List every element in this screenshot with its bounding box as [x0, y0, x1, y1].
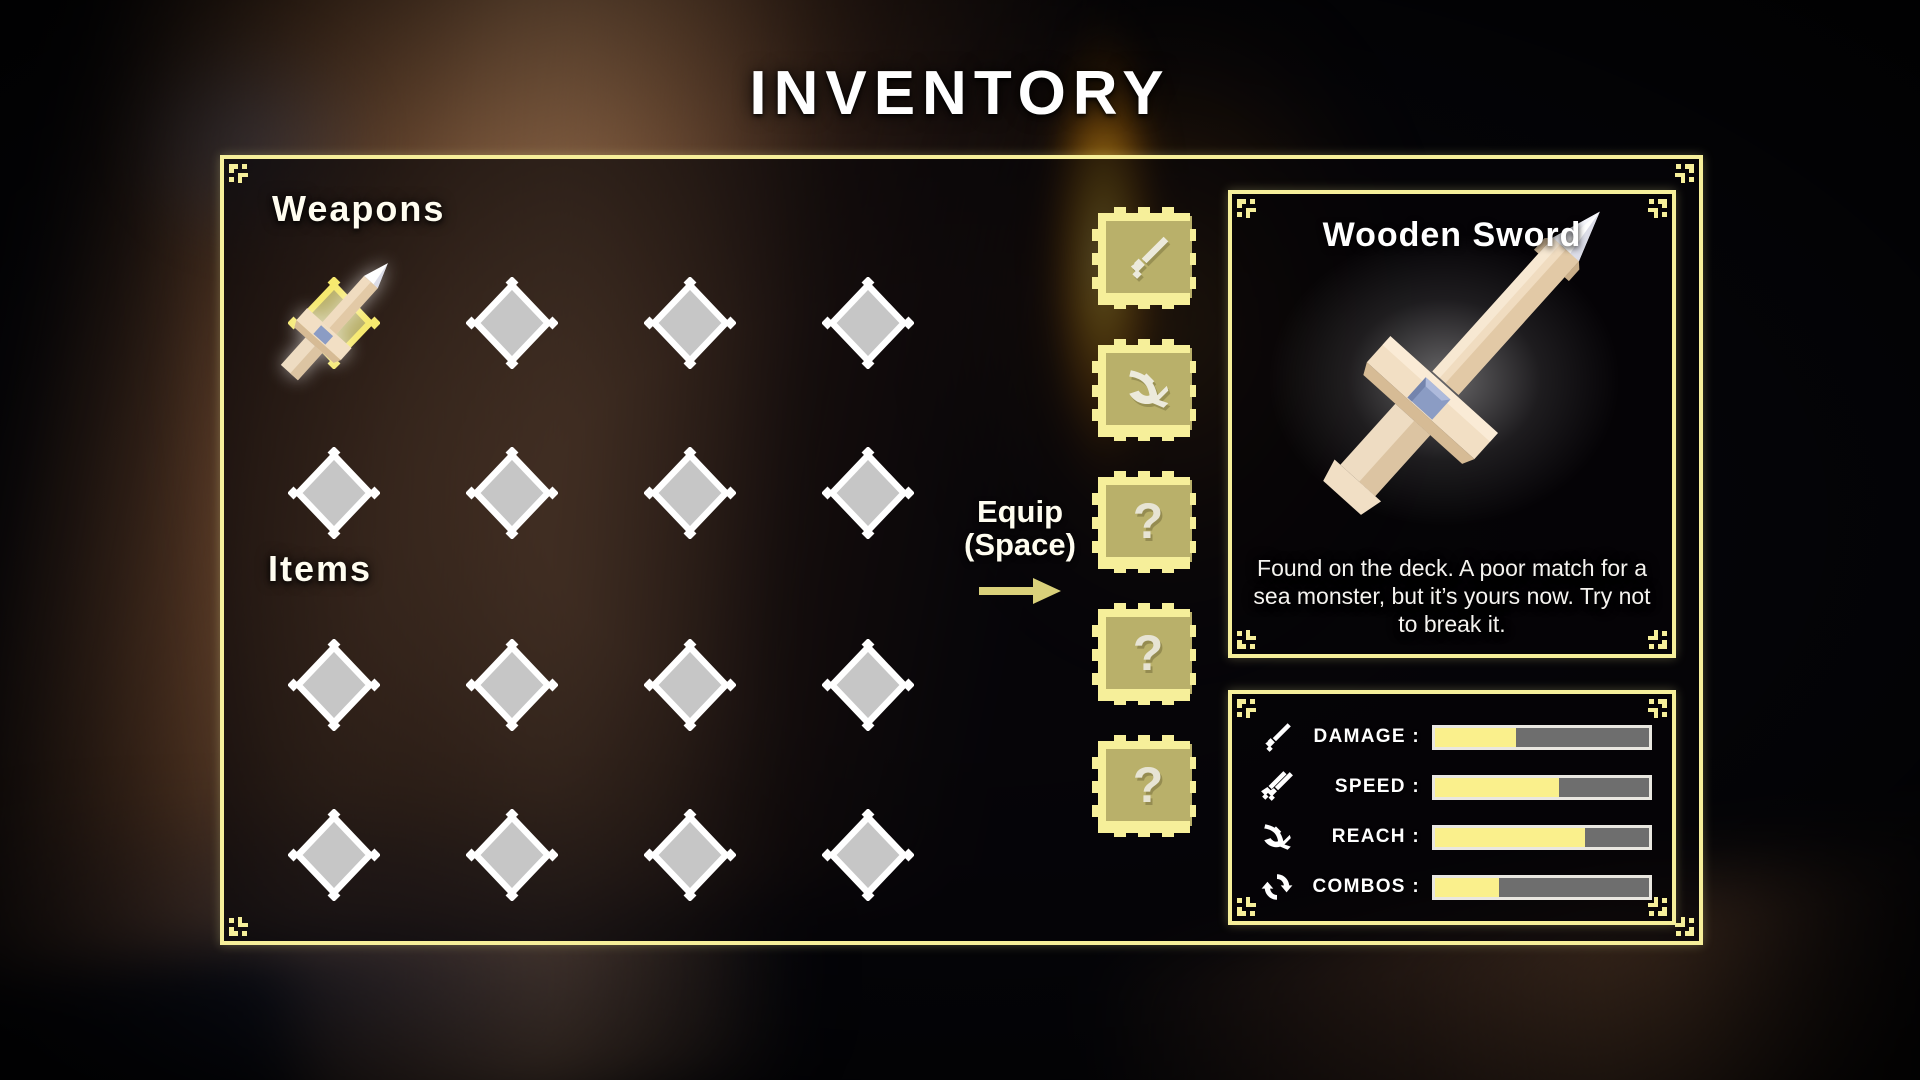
- slot-diamond-empty: [287, 638, 381, 732]
- combo-arrows-icon: [1254, 867, 1300, 907]
- slot-diamond-empty: [821, 808, 915, 902]
- stat-row: SPEED :: [1254, 762, 1652, 812]
- equipment-slot-frame: [1092, 207, 1196, 309]
- slot-diamond-empty: [465, 446, 559, 540]
- slot-diamond-empty: [643, 808, 737, 902]
- item-stats-panel: DAMAGE : SPEED : REACH : COMBOS :: [1228, 690, 1676, 925]
- stat-label: SPEED :: [1334, 776, 1420, 797]
- stats-list: DAMAGE : SPEED : REACH : COMBOS :: [1254, 712, 1652, 912]
- wooden-sword-art: [1232, 194, 1672, 544]
- frame-corner-top-left: [1237, 199, 1267, 229]
- slot-diamond-empty: [465, 638, 559, 732]
- weapon-slot[interactable]: [423, 408, 601, 578]
- item-slot[interactable]: [423, 600, 601, 770]
- equipment-slot-content: [1104, 348, 1192, 430]
- stat-bar: [1432, 724, 1652, 750]
- weapons-slot-grid: [245, 238, 957, 578]
- weapon-slot[interactable]: [779, 238, 957, 408]
- equip-hint-line-2: (Space): [964, 527, 1076, 563]
- equipment-slot-locked[interactable]: ?: [1090, 469, 1206, 573]
- slot-diamond-empty: [643, 446, 737, 540]
- slot-diamond-empty: [821, 638, 915, 732]
- stat-label: REACH :: [1331, 826, 1420, 847]
- item-slot[interactable]: [245, 770, 423, 940]
- equipment-slot-content: [1104, 216, 1192, 298]
- item-slot[interactable]: [601, 600, 779, 770]
- slot-diamond-empty: [465, 808, 559, 902]
- item-slot[interactable]: [779, 600, 957, 770]
- items-section-title: Items: [268, 548, 373, 589]
- stat-bar: [1432, 874, 1652, 900]
- sword-icon: [1130, 236, 1169, 279]
- item-detail-panel: Wooden Sword Found on the deck. A poor m…: [1228, 190, 1676, 658]
- equipment-slot-frame: [1092, 471, 1196, 573]
- frame-corner-top-left: [1237, 699, 1267, 729]
- equipment-slot-frame: [1092, 339, 1196, 441]
- weapon-slot[interactable]: [779, 408, 957, 578]
- slot-diamond-empty: [287, 446, 381, 540]
- item-slot[interactable]: [779, 770, 957, 940]
- sword-icon: [1254, 717, 1300, 757]
- arrow-right-icon: [915, 574, 1125, 614]
- weapon-slot[interactable]: [245, 238, 423, 408]
- weapons-section-title: Weapons: [272, 188, 446, 229]
- item-slot[interactable]: [601, 770, 779, 940]
- equipment-slot-locked[interactable]: ?: [1090, 601, 1206, 705]
- slot-diamond-empty: [821, 276, 915, 370]
- equipment-slot-frame: [1092, 603, 1196, 705]
- equipment-slot-unlocked[interactable]: [1090, 205, 1206, 309]
- bow-icon: [1254, 817, 1300, 857]
- sword-icon: [280, 263, 388, 381]
- items-slot-grid: [245, 600, 957, 940]
- page-title: INVENTORY: [749, 59, 1171, 128]
- item-detail-name: Wooden Sword: [1322, 216, 1582, 254]
- equipment-slot-content: ?: [1104, 612, 1192, 694]
- equipment-slot-content: ?: [1104, 480, 1192, 562]
- stat-row: DAMAGE :: [1254, 712, 1652, 762]
- weapon-slot[interactable]: [601, 408, 779, 578]
- item-slot[interactable]: [423, 770, 601, 940]
- item-detail-description: Found on the deck. A poor match for a se…: [1253, 554, 1651, 637]
- equipment-slot-frame: [1092, 735, 1196, 837]
- question-icon: ?: [1132, 757, 1164, 813]
- slot-diamond-selected: [280, 263, 388, 381]
- stat-bar: [1432, 824, 1652, 850]
- weapon-slot[interactable]: [601, 238, 779, 408]
- slot-diamond-empty: [821, 446, 915, 540]
- double-sword-icon: [1254, 767, 1300, 807]
- question-icon: ?: [1132, 625, 1164, 681]
- stat-bar-fill: [1435, 877, 1500, 897]
- equipment-slot-content: ?: [1104, 744, 1192, 826]
- slot-diamond-empty: [287, 808, 381, 902]
- item-slot[interactable]: [245, 600, 423, 770]
- weapon-slot[interactable]: [245, 408, 423, 578]
- stat-bar: [1432, 774, 1652, 800]
- stat-label: DAMAGE :: [1313, 726, 1420, 747]
- frame-corner-top-left: [229, 164, 259, 194]
- bow-icon: [1129, 370, 1169, 408]
- stat-bar-fill: [1435, 777, 1560, 797]
- stat-row: COMBOS :: [1254, 862, 1652, 912]
- equip-hint-line-1: Equip: [976, 494, 1064, 529]
- stat-row: REACH :: [1254, 812, 1652, 862]
- stat-bar-fill: [1435, 827, 1585, 847]
- equipment-slot-locked[interactable]: ?: [1090, 733, 1206, 837]
- slot-diamond-empty: [465, 276, 559, 370]
- stat-bar-fill: [1435, 727, 1517, 747]
- question-icon: ?: [1132, 493, 1164, 549]
- frame-corner-bottom-left: [1237, 886, 1267, 916]
- slot-diamond-empty: [643, 638, 737, 732]
- equipment-slot-unlocked[interactable]: [1090, 337, 1206, 441]
- equipment-slot-column: ???: [1090, 205, 1206, 837]
- stat-label: COMBOS :: [1312, 876, 1420, 897]
- equip-hint: Equip (Space): [915, 495, 1125, 614]
- weapon-slot[interactable]: [423, 238, 601, 408]
- slot-diamond-empty: [643, 276, 737, 370]
